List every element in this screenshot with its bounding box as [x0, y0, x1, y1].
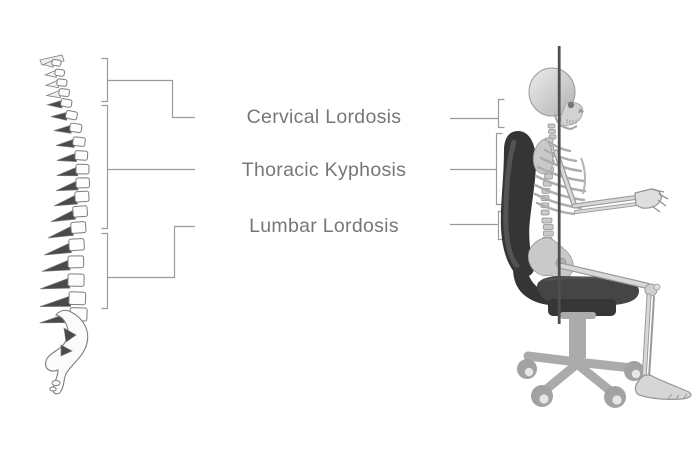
- label-thoracic-kyphosis: Thoracic Kyphosis: [241, 159, 407, 181]
- plumb-line: [557, 46, 561, 324]
- label-cervical-lordosis: Cervical Lordosis: [246, 106, 402, 128]
- foot: [634, 374, 692, 400]
- sternum: [580, 157, 587, 195]
- chair-base: [517, 312, 644, 408]
- eye-socket: [567, 101, 575, 109]
- vertebra: [53, 190, 90, 207]
- seat-underside: [548, 299, 616, 316]
- vertebra: [44, 238, 85, 256]
- bracket-right-thoracic: [495, 132, 503, 206]
- vertebra: [55, 136, 86, 148]
- vertebra: [55, 177, 91, 192]
- seat-mount: [560, 312, 596, 319]
- vertebra: [56, 150, 89, 163]
- vertebra: [56, 163, 90, 177]
- leg: [558, 262, 692, 400]
- vertebra: [50, 205, 89, 223]
- hand: [634, 188, 663, 209]
- caster-wheels: [517, 359, 644, 408]
- label-lumbar-lordosis: Lumbar Lordosis: [249, 215, 399, 237]
- vertebra: [47, 221, 87, 239]
- scapula: [532, 139, 554, 175]
- base-arms: [523, 351, 637, 398]
- vertebra: [44, 78, 68, 89]
- vertebra: [45, 98, 73, 109]
- vertebra: [39, 291, 87, 308]
- bracket-left-thoracic: [101, 104, 109, 230]
- vertebra: [42, 58, 62, 68]
- vertebra: [40, 273, 85, 290]
- vertebra: [41, 255, 85, 272]
- patella: [653, 283, 661, 291]
- mandible: [554, 113, 578, 131]
- toes: [667, 393, 688, 400]
- teeth: [566, 119, 577, 125]
- chair-seat: [537, 276, 639, 316]
- vertebra: [43, 68, 66, 78]
- leader-left-cervical: [108, 79, 195, 119]
- nasal-opening: [578, 108, 584, 113]
- bracket-right-cervical: [497, 98, 505, 129]
- skeleton: [527, 67, 669, 280]
- sacrum-coccyx: [45, 309, 89, 395]
- vertebra: [53, 122, 83, 134]
- leader-left-lumbar: [108, 225, 195, 279]
- skull: [528, 67, 584, 131]
- bracket-left-cervical: [101, 57, 109, 103]
- fingers: [650, 188, 669, 213]
- gas-lift-column: [569, 318, 586, 358]
- vertebra: [45, 88, 70, 99]
- cervical-vertebrae: [547, 123, 557, 140]
- vertebra: [50, 109, 78, 121]
- bracket-left-lumbar: [101, 232, 109, 310]
- pelvis: [527, 237, 574, 280]
